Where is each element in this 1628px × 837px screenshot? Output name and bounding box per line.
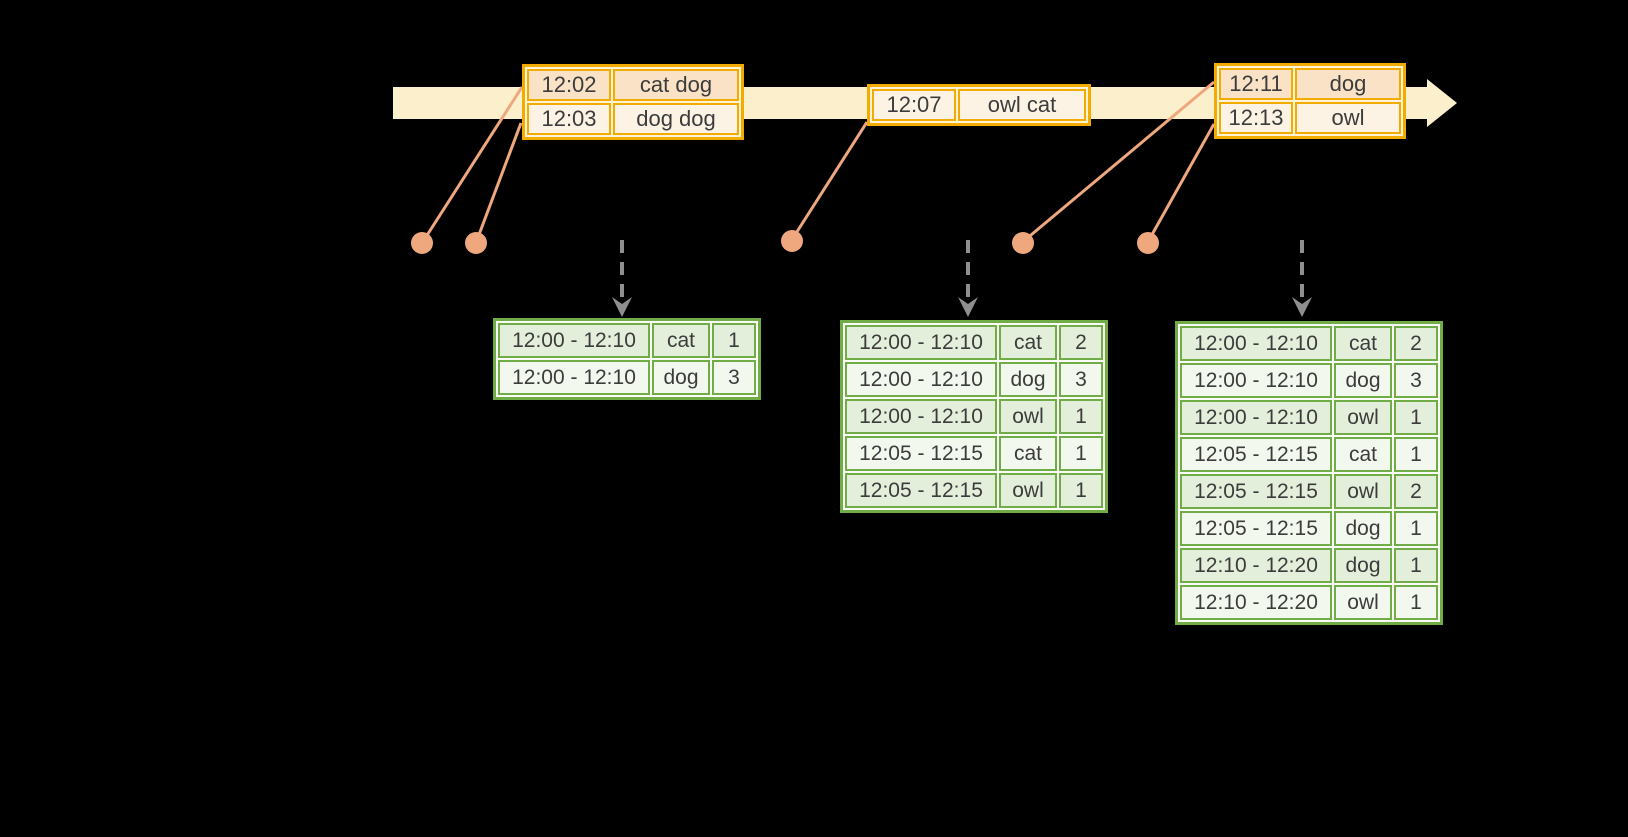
event-table-3: 12:11 dog 12:13 owl bbox=[1214, 63, 1406, 139]
event-connector-line-5 bbox=[1147, 123, 1216, 241]
result-row: 12:00 - 12:10 dog 3 bbox=[498, 360, 756, 395]
window-cell: 12:00 - 12:10 bbox=[845, 325, 997, 360]
window-cell: 12:05 - 12:15 bbox=[845, 436, 997, 471]
count-cell: 2 bbox=[1394, 474, 1438, 509]
word-cell: owl bbox=[1334, 474, 1392, 509]
event-row: 12:11 dog bbox=[1219, 68, 1401, 100]
result-table-3: 12:00 - 12:10 cat 2 12:00 - 12:10 dog 3 … bbox=[1175, 321, 1443, 625]
event-connector-line-2 bbox=[475, 122, 523, 241]
word-cell: dog bbox=[1334, 548, 1392, 583]
event-time-cell: 12:13 bbox=[1219, 102, 1293, 134]
event-words-cell: cat dog bbox=[613, 69, 739, 101]
word-cell: cat bbox=[999, 325, 1057, 360]
word-cell: dog bbox=[1334, 511, 1392, 546]
result-row: 12:00 - 12:10 dog 3 bbox=[845, 362, 1103, 397]
window-cell: 12:10 - 12:20 bbox=[1180, 585, 1332, 620]
word-cell: cat bbox=[999, 436, 1057, 471]
word-cell: cat bbox=[652, 323, 710, 358]
window-cell: 12:05 - 12:15 bbox=[1180, 511, 1332, 546]
count-cell: 2 bbox=[1059, 325, 1103, 360]
result-row: 12:00 - 12:10 cat 2 bbox=[1180, 326, 1438, 361]
event-words-cell: owl cat bbox=[958, 89, 1086, 121]
event-time-cell: 12:02 bbox=[527, 69, 611, 101]
word-cell: cat bbox=[1334, 437, 1392, 472]
word-cell: cat bbox=[1334, 326, 1392, 361]
word-cell: dog bbox=[652, 360, 710, 395]
event-time-cell: 12:11 bbox=[1219, 68, 1293, 100]
event-table-2: 12:07 owl cat bbox=[867, 84, 1091, 126]
window-cell: 12:00 - 12:10 bbox=[1180, 363, 1332, 398]
result-row: 12:05 - 12:15 dog 1 bbox=[1180, 511, 1438, 546]
event-table-1: 12:02 cat dog 12:03 dog dog bbox=[522, 64, 744, 140]
window-cell: 12:00 - 12:10 bbox=[1180, 400, 1332, 435]
trigger-arrow-head-2 bbox=[958, 297, 978, 317]
count-cell: 3 bbox=[712, 360, 756, 395]
event-dot-4 bbox=[1012, 232, 1034, 254]
count-cell: 2 bbox=[1394, 326, 1438, 361]
result-table-2: 12:00 - 12:10 cat 2 12:00 - 12:10 dog 3 … bbox=[840, 320, 1108, 513]
word-cell: owl bbox=[999, 399, 1057, 434]
word-cell: owl bbox=[1334, 400, 1392, 435]
window-cell: 12:00 - 12:10 bbox=[498, 323, 650, 358]
event-row: 12:02 cat dog bbox=[527, 69, 739, 101]
word-cell: owl bbox=[1334, 585, 1392, 620]
result-row: 12:00 - 12:10 owl 1 bbox=[845, 399, 1103, 434]
word-cell: dog bbox=[999, 362, 1057, 397]
event-time-cell: 12:07 bbox=[872, 89, 956, 121]
result-row: 12:05 - 12:15 owl 1 bbox=[845, 473, 1103, 508]
window-cell: 12:05 - 12:15 bbox=[845, 473, 997, 508]
count-cell: 1 bbox=[1059, 436, 1103, 471]
window-cell: 12:10 - 12:20 bbox=[1180, 548, 1332, 583]
event-row: 12:03 dog dog bbox=[527, 103, 739, 135]
count-cell: 3 bbox=[1059, 362, 1103, 397]
result-row: 12:05 - 12:15 owl 2 bbox=[1180, 474, 1438, 509]
event-row: 12:07 owl cat bbox=[872, 89, 1086, 121]
event-words-cell: owl bbox=[1295, 102, 1401, 134]
result-row: 12:10 - 12:20 owl 1 bbox=[1180, 585, 1438, 620]
result-row: 12:00 - 12:10 dog 3 bbox=[1180, 363, 1438, 398]
window-cell: 12:00 - 12:10 bbox=[1180, 326, 1332, 361]
count-cell: 1 bbox=[712, 323, 756, 358]
word-cell: dog bbox=[1334, 363, 1392, 398]
result-row: 12:05 - 12:15 cat 1 bbox=[845, 436, 1103, 471]
event-connector-line-1 bbox=[422, 86, 524, 241]
window-cell: 12:00 - 12:10 bbox=[845, 399, 997, 434]
count-cell: 3 bbox=[1394, 363, 1438, 398]
event-row: 12:13 owl bbox=[1219, 102, 1401, 134]
result-table-1: 12:00 - 12:10 cat 1 12:00 - 12:10 dog 3 bbox=[493, 318, 761, 400]
count-cell: 1 bbox=[1059, 473, 1103, 508]
trigger-arrow-head-1 bbox=[612, 297, 632, 317]
result-row: 12:00 - 12:10 owl 1 bbox=[1180, 400, 1438, 435]
event-connector-line-3 bbox=[791, 121, 869, 239]
event-dot-3 bbox=[781, 230, 803, 252]
count-cell: 1 bbox=[1394, 548, 1438, 583]
result-row: 12:05 - 12:15 cat 1 bbox=[1180, 437, 1438, 472]
count-cell: 1 bbox=[1394, 585, 1438, 620]
trigger-arrow-head-3 bbox=[1292, 297, 1312, 317]
count-cell: 1 bbox=[1059, 399, 1103, 434]
result-row: 12:00 - 12:10 cat 1 bbox=[498, 323, 756, 358]
word-cell: owl bbox=[999, 473, 1057, 508]
count-cell: 1 bbox=[1394, 400, 1438, 435]
event-words-cell: dog bbox=[1295, 68, 1401, 100]
count-cell: 1 bbox=[1394, 511, 1438, 546]
count-cell: 1 bbox=[1394, 437, 1438, 472]
event-dot-2 bbox=[465, 232, 487, 254]
event-dot-5 bbox=[1137, 232, 1159, 254]
event-time-cell: 12:03 bbox=[527, 103, 611, 135]
event-connector-line-4 bbox=[1024, 80, 1215, 242]
event-dot-1 bbox=[411, 232, 433, 254]
window-cell: 12:00 - 12:10 bbox=[498, 360, 650, 395]
result-row: 12:10 - 12:20 dog 1 bbox=[1180, 548, 1438, 583]
window-cell: 12:05 - 12:15 bbox=[1180, 474, 1332, 509]
event-words-cell: dog dog bbox=[613, 103, 739, 135]
result-row: 12:00 - 12:10 cat 2 bbox=[845, 325, 1103, 360]
window-cell: 12:00 - 12:10 bbox=[845, 362, 997, 397]
window-cell: 12:05 - 12:15 bbox=[1180, 437, 1332, 472]
